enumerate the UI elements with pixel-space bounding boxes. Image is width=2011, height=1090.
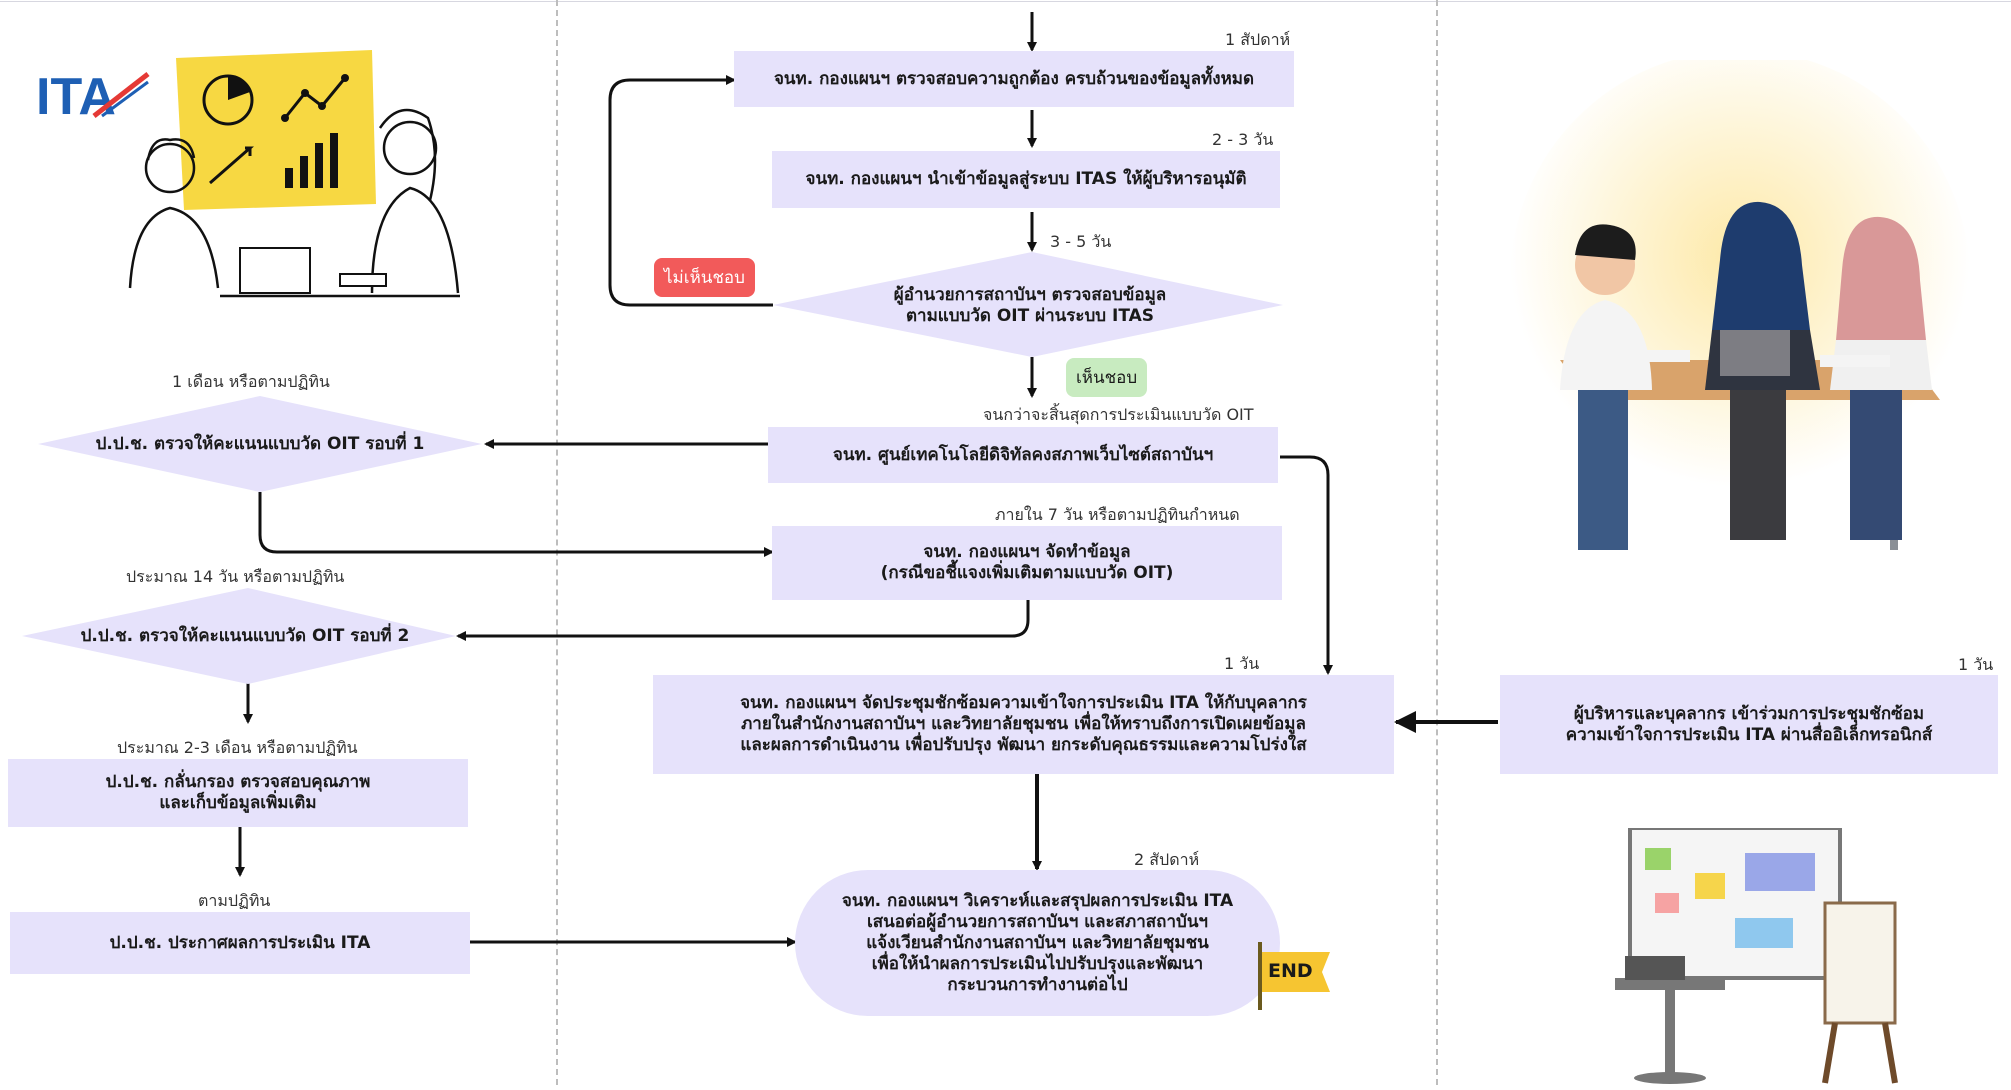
column-divider-left bbox=[556, 0, 558, 1085]
students-illustration bbox=[1480, 50, 1980, 600]
approve-badge: เห็นชอบ bbox=[1066, 358, 1148, 397]
time-label-1-day-center: 1 วัน bbox=[1224, 654, 1260, 673]
round1-text: ป.ป.ช. ตรวจให้คะแนนแบบวัด OIT รอบที่ 1 bbox=[95, 433, 425, 454]
screen-line-1: ป.ป.ช. กลั่นกรอง ตรวจสอบคุณภาพ bbox=[105, 772, 371, 792]
attend-line-2: ความเข้าใจการประเมิน ITA ผ่านสื่ออิเล็กท… bbox=[1565, 724, 1933, 745]
time-label-2-weeks: 2 สัปดาห์ bbox=[1134, 850, 1200, 869]
column-divider-right bbox=[1436, 0, 1438, 1085]
top-border bbox=[0, 1, 2011, 2]
arrow-web-to-meeting bbox=[1280, 455, 1333, 675]
end-flag: END bbox=[1254, 940, 1334, 1012]
end-flag-graphic bbox=[1258, 942, 1330, 1010]
whiteboard-illustration bbox=[1585, 826, 1920, 1086]
arrow-round1-to-prepare bbox=[258, 492, 774, 557]
step-import-itas: จนท. กองแผนฯ นำเข้าข้อมูลสู่ระบบ ITAS ให… bbox=[772, 151, 1280, 208]
prepare-line-2: (กรณีขอชี้แจงเพิ่มเติมตามแบบวัด OIT) bbox=[880, 563, 1174, 583]
round2-diamond bbox=[22, 588, 456, 684]
decision-text: ผู้อำนวยการสถาบันฯ ตรวจสอบข้อมูล ตามแบบว… bbox=[840, 281, 1220, 331]
whiteboard-scene-graphic bbox=[1615, 826, 1898, 1084]
time-label-1-week: 1 สัปดาห์ bbox=[1225, 30, 1291, 49]
team-analysis-illustration bbox=[110, 48, 470, 318]
time-label-1-month: 1 เดือน หรือตามปฏิทิน bbox=[172, 372, 330, 391]
final-line-3: แจ้งเวียนสำนักงานสถาบันฯ และวิทยาลัยชุมช… bbox=[866, 932, 1209, 953]
step-attend-meeting: ผู้บริหารและบุคลากร เข้าร่วมการประชุมชัก… bbox=[1500, 675, 1998, 774]
final-shape bbox=[795, 870, 1280, 1016]
meeting-line-1: จนท. กองแผนฯ จัดประชุมชักซ้อมความเข้าใจก… bbox=[740, 693, 1307, 713]
analysis-scene-graphic bbox=[128, 50, 460, 298]
ita-logo-graphic: ITA bbox=[36, 68, 150, 126]
time-label-calendar: ตามปฏิทิน bbox=[198, 891, 271, 910]
step-final-summary: จนท. กองแผนฯ วิเคราะห์และสรุปผลการประเมิ… bbox=[815, 880, 1260, 1006]
time-label-within-7-days: ภายใน 7 วัน หรือตามปฏิทินกำหนด bbox=[995, 505, 1240, 524]
attend-line-1: ผู้บริหารและบุคลากร เข้าร่วมการประชุมชัก… bbox=[1573, 703, 1925, 724]
step-maintain-website: จนท. ศูนย์เทคโนโลยีดิจิทัลคงสภาพเว็บไซต์… bbox=[768, 427, 1278, 483]
final-line-5: กระบวนการทำงานต่อไป bbox=[947, 974, 1128, 995]
round1-diamond bbox=[38, 396, 482, 492]
decision-line-2: ตามแบบวัด OIT ผ่านระบบ ITAS bbox=[905, 306, 1155, 326]
step-prepare-data: จนท. กองแผนฯ จัดทำข้อมูล (กรณีขอชี้แจงเพ… bbox=[772, 526, 1282, 600]
arrow-prepare-to-round2 bbox=[456, 600, 1030, 641]
screen-line-2: และเก็บข้อมูลเพิ่มเติม bbox=[159, 793, 317, 813]
meeting-line-3: และผลการดำเนินงาน เพื่อปรับปรุง พัฒนา ยก… bbox=[740, 735, 1307, 755]
final-line-1: จนท. กองแผนฯ วิเคราะห์และสรุปผลการประเมิ… bbox=[841, 890, 1234, 911]
step-check-completeness: จนท. กองแผนฯ ตรวจสอบความถูกต้อง ครบถ้วนข… bbox=[734, 51, 1294, 107]
time-label-2-3-days: 2 - 3 วัน bbox=[1212, 130, 1274, 149]
round2-text: ป.ป.ช. ตรวจให้คะแนนแบบวัด OIT รอบที่ 2 bbox=[80, 625, 410, 646]
final-line-2: เสนอต่อผู้อำนวยการสถาบันฯ และสภาสถาบันฯ bbox=[867, 911, 1208, 932]
step-screen-quality: ป.ป.ช. กลั่นกรอง ตรวจสอบคุณภาพ และเก็บข้… bbox=[8, 759, 468, 827]
decision-diamond bbox=[773, 252, 1283, 357]
arrow-reject-loop bbox=[608, 75, 773, 307]
decision-line-1: ผู้อำนวยการสถาบันฯ ตรวจสอบข้อมูล bbox=[893, 285, 1167, 305]
step-announce-results: ป.ป.ช. ประกาศผลการประเมิน ITA bbox=[10, 912, 470, 974]
time-label-3-5-days: 3 - 5 วัน bbox=[1050, 232, 1112, 251]
time-label-until-end: จนกว่าจะสิ้นสุดการประเมินแบบวัด OIT bbox=[983, 405, 1254, 424]
end-label: END bbox=[1268, 960, 1313, 982]
ita-logo: ITA bbox=[36, 66, 151, 126]
prepare-line-1: จนท. กองแผนฯ จัดทำข้อมูล bbox=[923, 542, 1131, 562]
reject-badge: ไม่เห็นชอบ bbox=[654, 258, 755, 297]
meeting-line-2: ภายในสำนักงานสถาบันฯ และวิทยาลัยชุมชน เพ… bbox=[741, 714, 1306, 734]
students-scene-graphic bbox=[1510, 50, 1970, 550]
final-line-4: เพื่อให้นำผลการประเมินไปปรับปรุงและพัฒนา bbox=[871, 953, 1204, 974]
time-label-14-days: ประมาณ 14 วัน หรือตามปฏิทิน bbox=[126, 567, 345, 586]
step-meeting: จนท. กองแผนฯ จัดประชุมชักซ้อมความเข้าใจก… bbox=[653, 675, 1394, 774]
time-label-2-3-months: ประมาณ 2-3 เดือน หรือตามปฏิทิน bbox=[117, 738, 358, 757]
time-label-1-day-right: 1 วัน bbox=[1958, 655, 1994, 674]
